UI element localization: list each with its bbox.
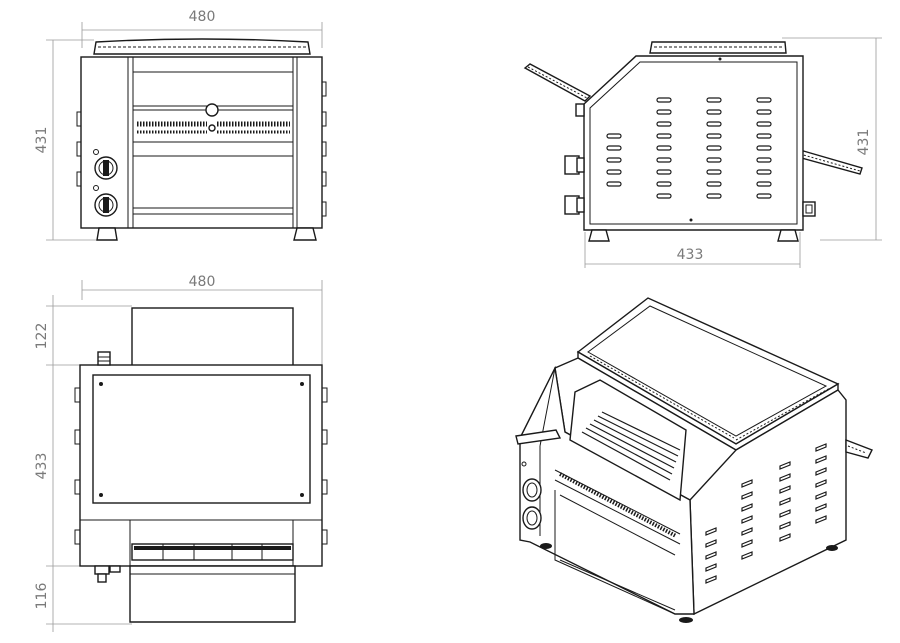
front-height-dimension: 431 xyxy=(34,127,50,154)
inner-grill xyxy=(581,411,681,481)
knob-profile-icon xyxy=(564,103,585,215)
iso-side-vents xyxy=(705,443,827,584)
conveyor-belt xyxy=(131,543,294,561)
front-width-dimension: 480 xyxy=(189,9,216,25)
top-depth-dimension: 433 xyxy=(34,453,50,480)
vent-grille xyxy=(137,121,290,134)
top-view: 480 122 433 116 xyxy=(34,274,328,632)
isometric-view xyxy=(515,297,873,623)
top-rear-extension-dimension: 116 xyxy=(34,583,50,610)
top-width-dimension: 480 xyxy=(189,274,216,290)
side-vents xyxy=(606,97,772,199)
side-view: 431 433 xyxy=(523,37,882,268)
iso-knob-icon xyxy=(521,461,542,530)
side-depth-dimension: 433 xyxy=(677,247,704,263)
knob-icon xyxy=(93,149,118,217)
top-front-extension-dimension: 122 xyxy=(34,323,50,350)
side-height-dimension: 431 xyxy=(856,129,872,156)
front-view: 480 431 xyxy=(34,9,327,241)
